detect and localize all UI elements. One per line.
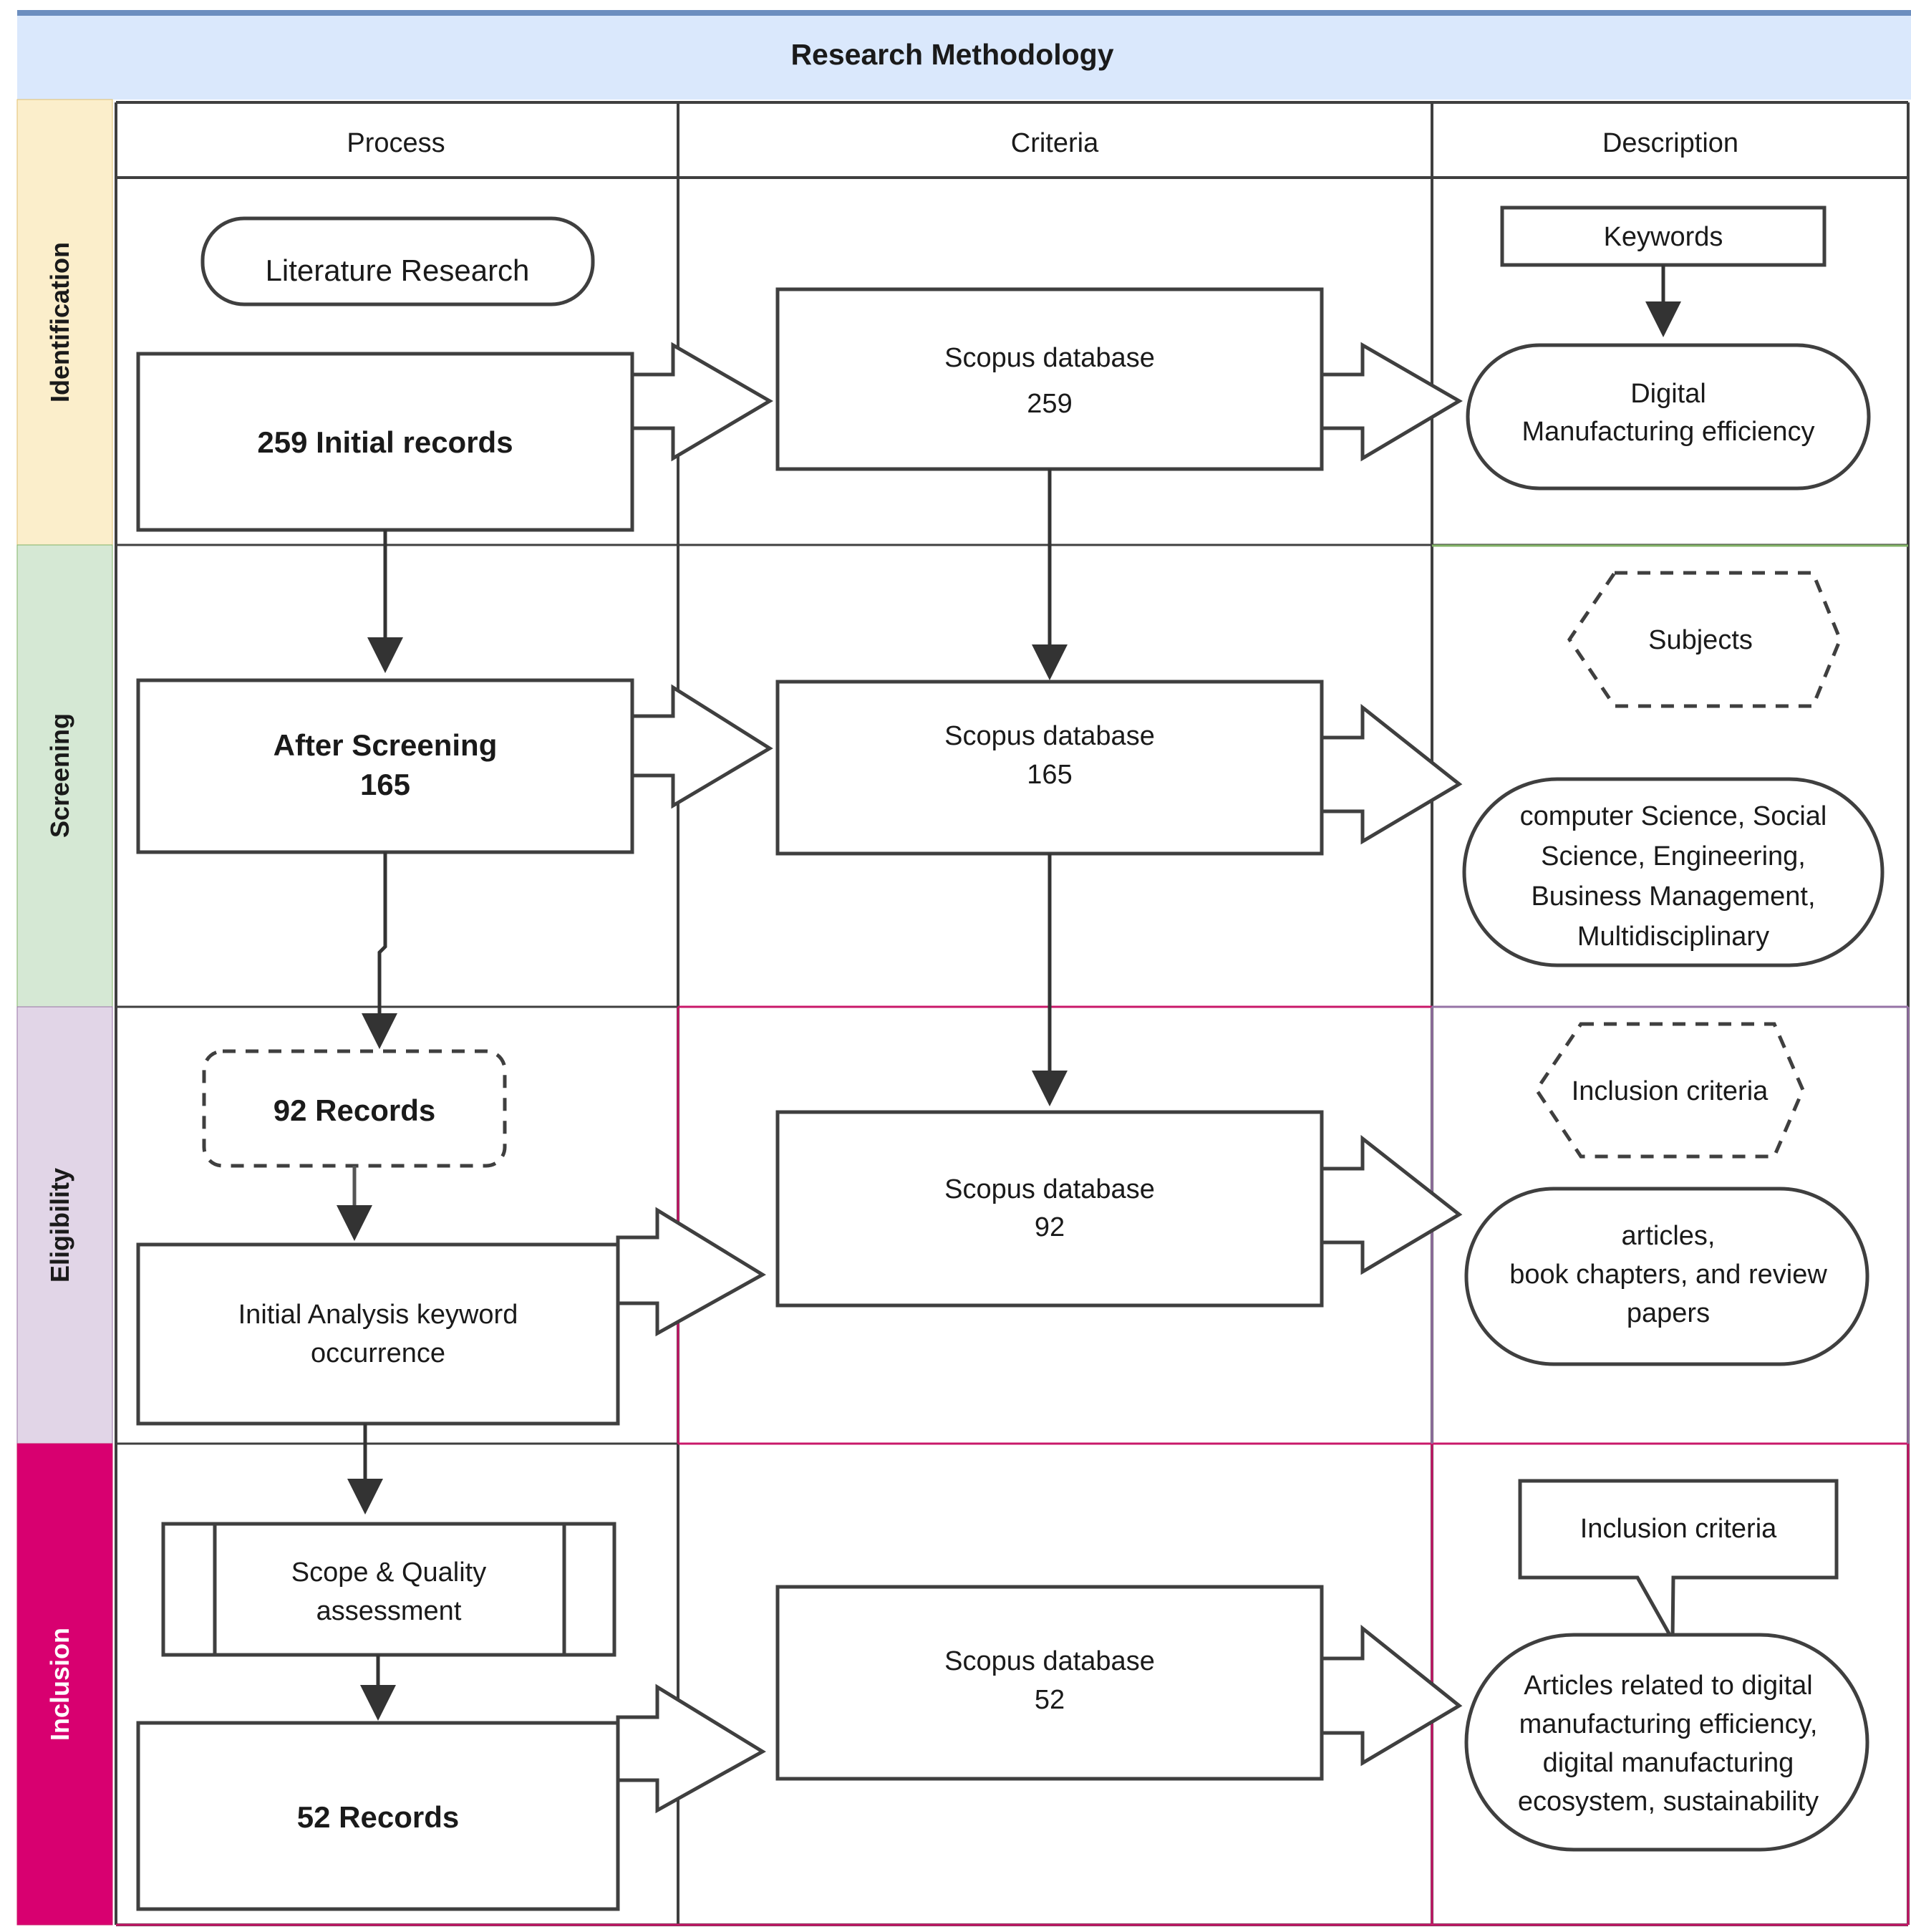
stage-band-inclusion: Inclusion bbox=[16, 1443, 113, 1926]
node-scopus-92-line2: 92 bbox=[1035, 1212, 1065, 1242]
column-header-criteria-label: Criteria bbox=[1011, 128, 1099, 158]
node-subjects-label: Subjects bbox=[1648, 625, 1753, 655]
block-arrow-screening-2 bbox=[1320, 703, 1463, 845]
node-digital-line1: Digital bbox=[1630, 379, 1706, 409]
node-subjects-result-line1: computer Science, Social bbox=[1520, 801, 1827, 831]
node-scopus-259-line2: 259 bbox=[1027, 389, 1072, 419]
node-inclusion-result-line2: manufacturing efficiency, bbox=[1519, 1709, 1818, 1739]
block-arrow-eligibility-1 bbox=[616, 1207, 766, 1337]
node-articles-line3: papers bbox=[1627, 1298, 1710, 1328]
node-articles-line2: book chapters, and review bbox=[1509, 1260, 1827, 1290]
row-rules bbox=[116, 544, 1910, 1926]
stage-label-inclusion: Inclusion bbox=[45, 1628, 74, 1741]
node-inclusion-criteria-callout[interactable]: Inclusion criteria bbox=[1518, 1479, 1839, 1647]
node-scopus-259[interactable]: Scopus database 259 bbox=[775, 287, 1324, 471]
block-arrow-identification-2 bbox=[1320, 342, 1463, 462]
node-inclusion-result-line4: ecosystem, sustainability bbox=[1518, 1787, 1819, 1817]
node-scope-quality-assessment[interactable]: Scope & Quality assessment bbox=[161, 1522, 616, 1657]
column-header-process: Process bbox=[347, 128, 445, 158]
stage-band-eligibility: Eligibility bbox=[16, 1006, 113, 1444]
stage-label-eligibility: Eligibility bbox=[45, 1168, 74, 1283]
node-literature-research-label: Literature Research bbox=[266, 253, 530, 287]
stage-band-identification: Identification bbox=[16, 99, 113, 546]
node-inclusion-callout-label: Inclusion criteria bbox=[1580, 1514, 1777, 1544]
node-inclusion-criteria-hexagon[interactable]: Inclusion criteria bbox=[1534, 1022, 1805, 1159]
node-initial-records-label: 259 Initial records bbox=[257, 425, 513, 459]
node-initial-analysis-line2: occurrence bbox=[311, 1338, 445, 1368]
node-articles-result[interactable]: articles, book chapters, and review pape… bbox=[1464, 1187, 1869, 1366]
block-arrow-inclusion-2 bbox=[1320, 1624, 1463, 1767]
node-subjects-hexagon[interactable]: Subjects bbox=[1567, 571, 1842, 708]
node-inclusion-result-line3: digital manufacturing bbox=[1543, 1748, 1794, 1778]
node-scopus-52-line1: Scopus database bbox=[944, 1646, 1155, 1676]
node-subjects-result[interactable]: computer Science, Social Science, Engine… bbox=[1462, 777, 1885, 967]
node-initial-analysis-line1: Initial Analysis keyword bbox=[238, 1300, 518, 1330]
connector-after-screening-to-92 bbox=[362, 852, 397, 1049]
node-scope-line2: assessment bbox=[316, 1596, 462, 1626]
block-arrow-eligibility-2 bbox=[1320, 1134, 1463, 1275]
column-header-criteria: Criteria bbox=[1011, 128, 1099, 158]
node-keywords-label: Keywords bbox=[1604, 222, 1723, 252]
node-initial-analysis[interactable]: Initial Analysis keyword occurrence bbox=[136, 1242, 620, 1426]
node-subjects-result-line3: Business Management, bbox=[1531, 882, 1815, 912]
node-inclusion-result-line1: Articles related to digital bbox=[1524, 1671, 1812, 1701]
node-92-records-label: 92 Records bbox=[274, 1093, 435, 1127]
node-52-records-label: 52 Records bbox=[297, 1800, 459, 1834]
node-scopus-165-line2: 165 bbox=[1027, 760, 1072, 790]
node-literature-research[interactable]: Literature Research bbox=[200, 216, 595, 306]
stage-band-screening: Screening bbox=[16, 544, 113, 1008]
block-arrow-screening-1 bbox=[630, 684, 773, 809]
node-initial-records[interactable]: 259 Initial records bbox=[136, 352, 634, 532]
stage-label-screening: Screening bbox=[45, 713, 74, 838]
node-articles-line1: articles, bbox=[1622, 1221, 1716, 1251]
node-52-records[interactable]: 52 Records bbox=[136, 1721, 620, 1911]
node-92-records[interactable]: 92 Records bbox=[202, 1049, 507, 1168]
node-digital-manufacturing-efficiency[interactable]: Digital Manufacturing efficiency bbox=[1466, 343, 1871, 491]
node-scopus-92-line1: Scopus database bbox=[944, 1174, 1155, 1204]
column-header-process-label: Process bbox=[347, 128, 445, 158]
page-title: Research Methodology bbox=[790, 38, 1113, 71]
node-inclusion-criteria-hex-label: Inclusion criteria bbox=[1572, 1076, 1769, 1106]
title-banner: Research Methodology bbox=[17, 10, 1911, 100]
node-scopus-52[interactable]: Scopus database 52 bbox=[775, 1585, 1324, 1781]
node-scopus-52-line2: 52 bbox=[1035, 1685, 1065, 1715]
node-after-screening-line2: 165 bbox=[360, 768, 410, 801]
column-header-description-label: Description bbox=[1602, 128, 1738, 158]
node-inclusion-result[interactable]: Articles related to digital manufacturin… bbox=[1464, 1633, 1869, 1852]
block-arrow-identification-1 bbox=[630, 342, 773, 462]
node-digital-line2: Manufacturing efficiency bbox=[1521, 417, 1814, 447]
node-keywords[interactable]: Keywords bbox=[1500, 206, 1827, 267]
node-scopus-165-line1: Scopus database bbox=[944, 721, 1155, 751]
node-after-screening-line1: After Screening bbox=[274, 728, 498, 762]
node-subjects-result-line2: Science, Engineering, bbox=[1541, 841, 1806, 871]
stage-label-identification: Identification bbox=[45, 242, 74, 402]
node-scope-line1: Scope & Quality bbox=[291, 1557, 486, 1588]
node-scopus-259-line1: Scopus database bbox=[944, 343, 1155, 373]
block-arrow-inclusion-1 bbox=[616, 1684, 766, 1814]
column-header-description: Description bbox=[1602, 128, 1738, 158]
node-subjects-result-line4: Multidisciplinary bbox=[1577, 922, 1769, 952]
node-scopus-92[interactable]: Scopus database 92 bbox=[775, 1110, 1324, 1308]
node-after-screening[interactable]: After Screening 165 bbox=[136, 678, 634, 854]
node-scopus-165[interactable]: Scopus database 165 bbox=[775, 680, 1324, 856]
